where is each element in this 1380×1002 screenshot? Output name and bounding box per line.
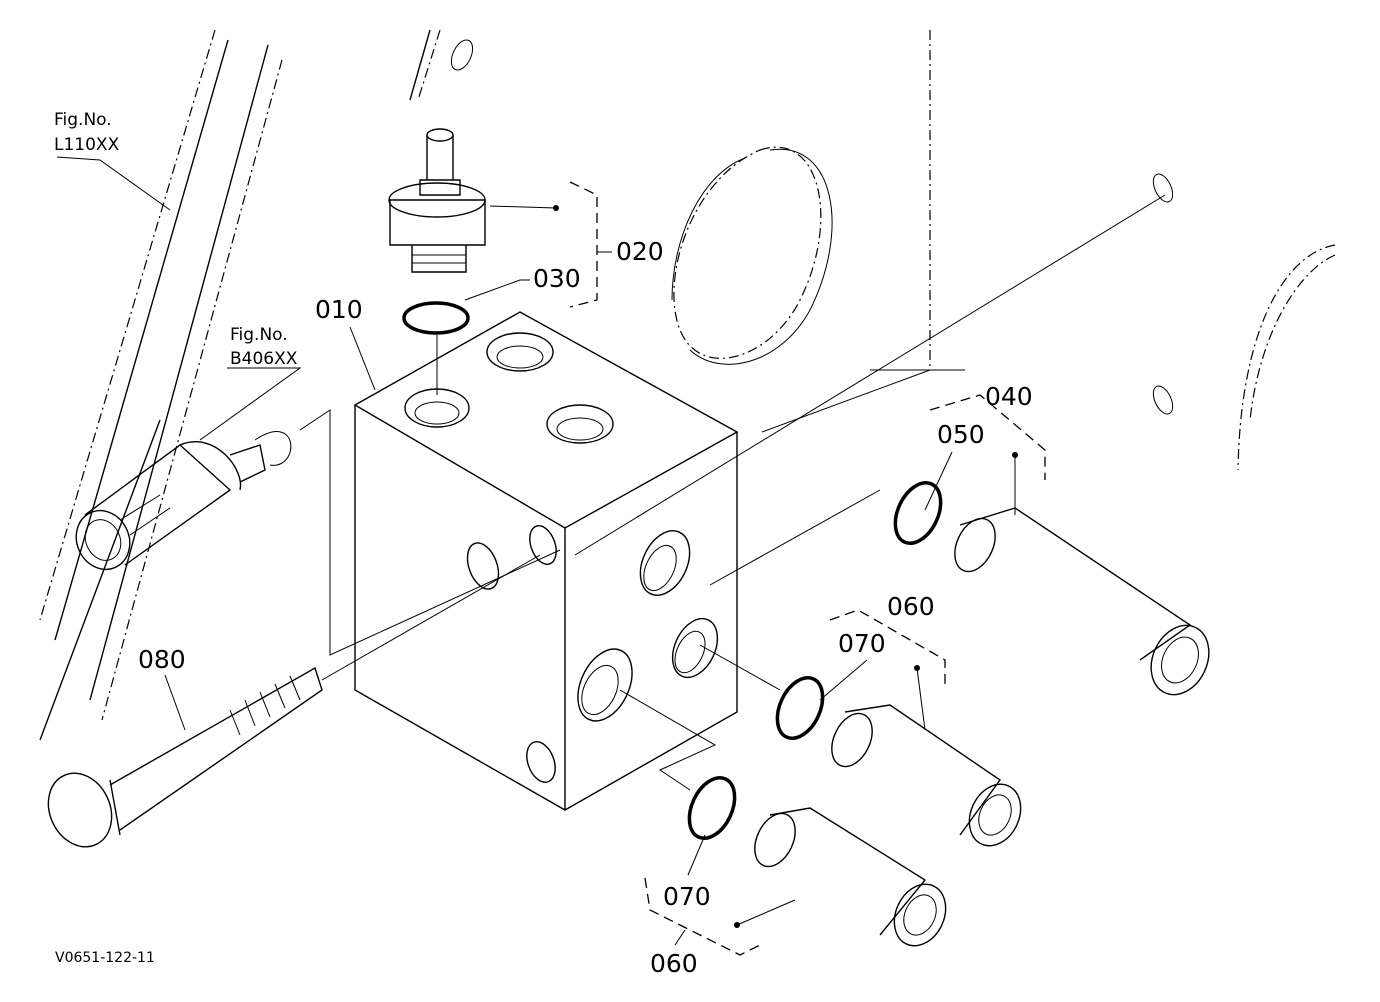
fig-ref-line1: Fig.No. (54, 110, 112, 130)
fig-ref-line2: L110XX (54, 135, 120, 155)
part-label-030: 030 (533, 264, 581, 293)
bracket-040 (929, 394, 1046, 480)
sensor-left (75, 409, 561, 656)
plug-060-middle (699, 644, 1022, 847)
left-frame-rails (39, 29, 474, 741)
bracket-020 (569, 181, 598, 308)
part-label-060: 060 (887, 592, 935, 621)
leader-lines (56, 156, 1018, 946)
part-label-080: 080 (138, 645, 186, 674)
plug-040 (709, 481, 1210, 696)
part-label-050: 050 (937, 420, 985, 449)
part-label-060: 060 (650, 949, 698, 978)
part-label-020: 020 (616, 237, 664, 266)
o-ring-030 (402, 301, 470, 335)
part-label-070: 070 (838, 629, 886, 658)
part-label-070: 070 (663, 882, 711, 911)
valve-block-010 (353, 311, 739, 812)
part-label-010: 010 (315, 295, 363, 324)
fig-ref-B406XX: Fig.No. B406XX (230, 325, 298, 369)
bolt-080 (47, 554, 541, 848)
fig-ref-line1: Fig.No. (230, 325, 288, 345)
bracket-060-lower (644, 877, 761, 956)
fig-ref-L110XX: Fig.No. L110XX (54, 110, 120, 155)
fig-ref-line2: B406XX (230, 349, 298, 369)
part-label-040: 040 (985, 382, 1033, 411)
background-housing (574, 30, 1336, 556)
drawing-code: V0651-122-11 (55, 950, 155, 966)
pressure-fitting-020 (388, 128, 486, 273)
plug-060-lower (619, 689, 947, 947)
